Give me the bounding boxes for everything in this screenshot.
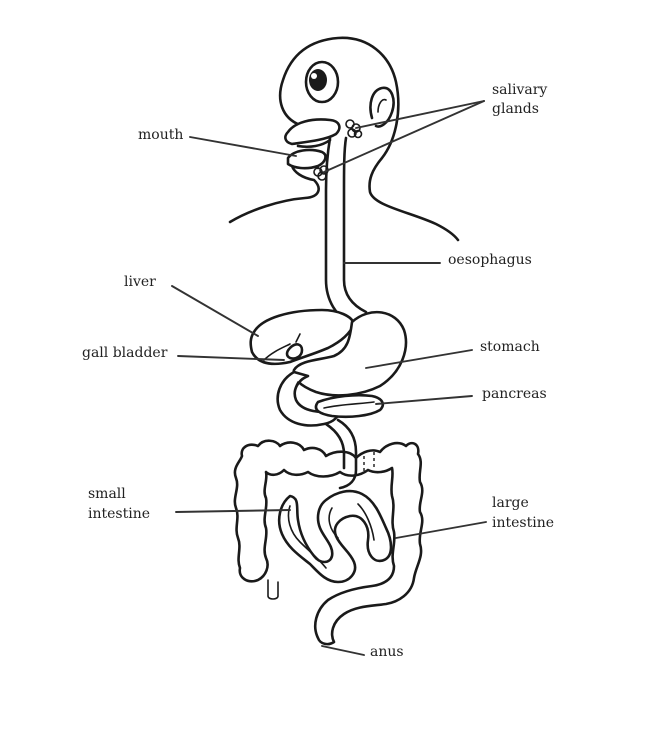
label-gall-bladder: gall bladder [82,345,168,361]
leader-liver [171,285,259,337]
ear-icon [369,86,395,128]
label-small-intestine-line1: small [88,486,126,502]
gall-bladder [285,333,304,360]
label-mouth: mouth [138,127,183,143]
label-anus: anus [370,644,404,660]
label-liver: liver [124,274,156,290]
leader-gall-bladder [177,355,285,361]
label-large-intestine-line1: large [492,495,529,511]
label-large-intestine-line2: intestine [492,515,554,531]
leader-stomach [365,349,473,369]
oesophagus-tube [324,136,368,328]
liver [249,308,356,366]
leader-anus [321,645,365,656]
small-intestine [277,418,393,584]
leader-lines [171,100,487,656]
label-salivary-glands-line1: salivary [492,82,547,98]
label-oesophagus: oesophagus [448,252,532,268]
leader-small-intestine [175,509,291,513]
leader-salivary-upper [355,100,485,129]
leader-pancreas [375,395,473,405]
large-intestine [233,439,424,646]
label-small-intestine-line2: intestine [88,506,150,522]
leader-mouth [189,136,297,157]
pancreas [314,393,385,419]
labels: mouth salivary glands oesophagus liver g… [82,82,554,660]
leader-salivary-lower [323,100,485,173]
label-pancreas: pancreas [482,386,547,402]
label-salivary-glands-line2: glands [492,101,539,117]
mouth-shape [284,118,341,170]
leader-large-intestine [395,521,487,539]
label-stomach: stomach [480,339,540,355]
eye-icon [304,60,340,104]
stomach [292,310,408,397]
